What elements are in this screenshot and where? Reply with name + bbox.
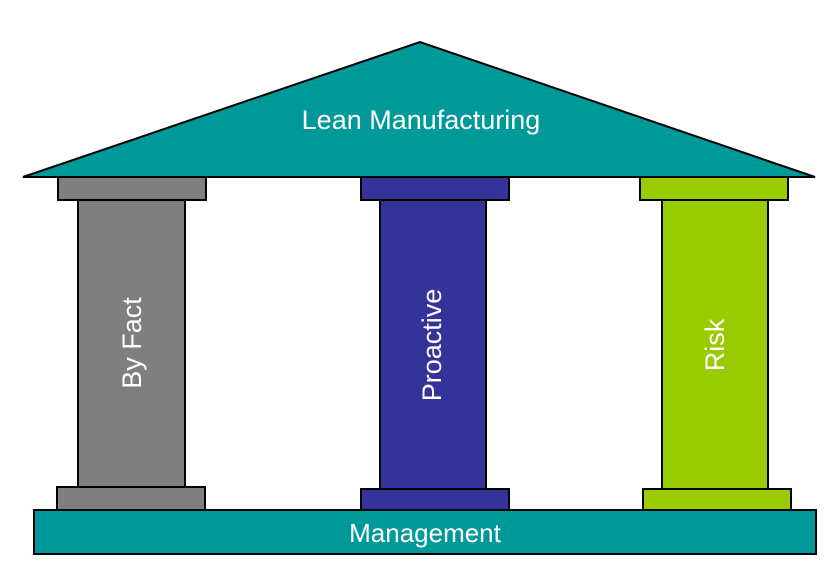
pillar-shaft <box>661 199 769 490</box>
base: Management <box>33 509 817 555</box>
pillar-capital <box>639 176 789 201</box>
pillar-label: Risk <box>700 318 730 371</box>
pillar-label: By Fact <box>117 297 147 389</box>
pillar-by-fact: By Fact <box>56 176 207 511</box>
pillar-risk: Risk <box>639 176 792 511</box>
pillar-base <box>56 486 206 511</box>
pillar-proactive: Proactive <box>360 176 510 511</box>
roof: Lean Manufacturing <box>22 40 816 178</box>
pillar-label: Proactive <box>417 289 447 402</box>
base-label: Management <box>349 518 502 548</box>
pillar-capital <box>57 176 207 201</box>
pillar-shaft <box>77 199 186 488</box>
roof-label: Lean Manufacturing <box>302 105 541 135</box>
pillar-shaft <box>379 199 487 490</box>
pillar-capital <box>360 176 510 201</box>
pillar-base <box>360 488 510 511</box>
base-shape <box>33 509 817 555</box>
pillar-base <box>642 488 792 511</box>
